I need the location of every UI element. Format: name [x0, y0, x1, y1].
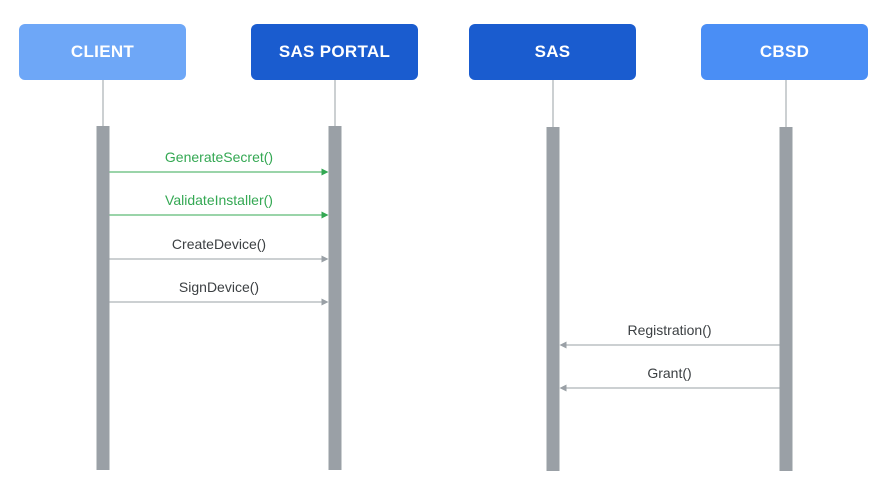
message-arrowhead [321, 298, 329, 306]
activation-bar-sas-portal [328, 126, 342, 470]
message-label: GenerateSecret() [165, 149, 273, 165]
message-arrowhead [321, 168, 329, 176]
message-label: Registration() [627, 322, 711, 338]
message-label: Grant() [647, 365, 691, 381]
message-label: SignDevice() [179, 279, 259, 295]
participant-sas: SAS [469, 24, 636, 80]
message-arrowhead [559, 341, 567, 349]
activation-bar-cbsd [779, 127, 793, 471]
participant-client: CLIENT [19, 24, 186, 80]
participant-sas-portal: SAS PORTAL [251, 24, 418, 80]
message-label: CreateDevice() [172, 236, 266, 252]
activation-bar-sas [546, 127, 560, 471]
message-arrowhead [321, 255, 329, 263]
message-arrowhead [559, 384, 567, 392]
message-arrowhead [321, 211, 329, 219]
participant-cbsd: CBSD [701, 24, 868, 80]
activation-bar-client [96, 126, 110, 470]
message-label: ValidateInstaller() [165, 192, 273, 208]
